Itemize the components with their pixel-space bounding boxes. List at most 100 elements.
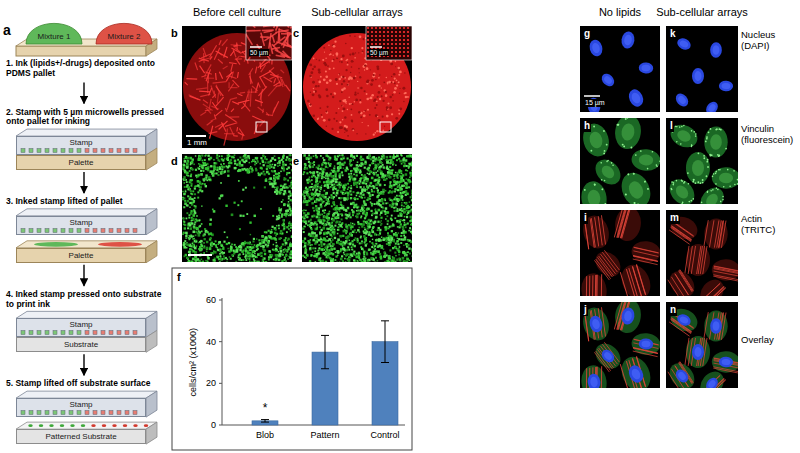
image-ground [366,26,412,60]
cell-speckle [191,222,193,224]
cell-speckle [214,251,217,254]
cell-speckle [186,166,189,169]
speckle [348,97,350,99]
cell-speckle [282,186,284,188]
cell-speckle [183,221,185,223]
speckle [326,95,329,98]
cell-speckle [197,180,200,183]
cell-speckle [253,250,256,253]
cell-speckle [284,213,287,216]
cell-speckle [272,249,274,251]
cell-speckle [264,158,266,160]
cell-speckle [272,215,274,217]
speckle [331,128,333,130]
cell-speckle [213,173,214,174]
cell-speckle [207,155,209,157]
cell-speckle [283,251,285,253]
cell-speckle [193,220,194,221]
cell-speckle [408,180,411,183]
speckle [335,112,337,114]
array-dot [391,27,393,29]
cell-speckle [264,231,266,233]
cell-speckle [261,262,263,263]
cell-speckle [191,218,193,220]
speckle [325,71,327,73]
cell-speckle [292,247,293,249]
speckle [364,110,366,112]
cell-speckle [353,168,355,170]
speckle [333,92,335,94]
cell-speckle [270,251,271,252]
lipid-streak [231,44,242,46]
cell-speckle [268,257,270,259]
speckle [332,96,334,98]
array-dot [395,27,397,29]
lipid-streak [216,110,223,116]
speckle [310,92,311,93]
cell-speckle [184,160,186,162]
cell-speckle [205,231,207,233]
cell-speckle [230,159,232,161]
cell-speckle [183,244,185,246]
cell-speckle [223,160,225,162]
lipid-streak [203,100,208,103]
cell-speckle [285,260,286,261]
cell-speckle [360,209,363,212]
cell-speckle [189,224,191,226]
lipid-streak [279,81,281,86]
cell-speckle [232,249,234,251]
inset-micrograph [366,26,412,60]
cell-speckle [189,224,191,226]
speckle [355,99,358,102]
array-dot [395,51,397,53]
array-dot [407,47,409,49]
cell-speckle [223,252,225,254]
array-dot [375,39,377,41]
cell-speckle [203,252,205,254]
cell-speckle [319,231,322,234]
cell-speckle [205,260,207,262]
cell-speckle [206,232,207,233]
cell-speckle [289,212,291,214]
cell-speckle [186,218,188,220]
lipid-streak [259,62,261,69]
cell-speckle [209,223,212,226]
cell-speckle [202,261,204,262]
cell-speckle [183,193,185,195]
cell-speckle [270,237,272,239]
cell-speckle [277,173,279,175]
cell-speckle [285,210,287,212]
speckle [364,64,366,66]
inset-frame [366,26,412,60]
cell-speckle [290,177,292,179]
speckle [349,53,351,55]
speckle [347,135,349,137]
speckle [307,100,310,103]
speckle [344,101,346,103]
cell-speckle [218,241,220,243]
cell-speckle [253,238,255,240]
speckle [351,60,354,63]
cell-speckle [254,244,256,246]
cell-speckle [274,191,276,193]
speckle [358,68,360,70]
cell-speckle [291,169,292,171]
speckle [338,74,339,75]
cell-speckle [281,159,283,161]
lipid-streak [219,72,222,79]
speckle [333,67,335,69]
cell-speckle [290,254,292,256]
cell-speckle [261,167,263,169]
lipid-streak [199,91,210,93]
cell-speckle [223,257,225,259]
cell-speckle [249,162,251,164]
cell-speckle [239,228,241,230]
lipid-streak [278,33,280,40]
cell-speckle [245,248,247,250]
cell-speckle [288,225,290,227]
cell-speckle [281,260,283,262]
speckle [398,113,400,115]
cell-speckle [274,164,276,166]
cell-speckle [247,257,249,259]
cell-speckle [266,165,269,168]
